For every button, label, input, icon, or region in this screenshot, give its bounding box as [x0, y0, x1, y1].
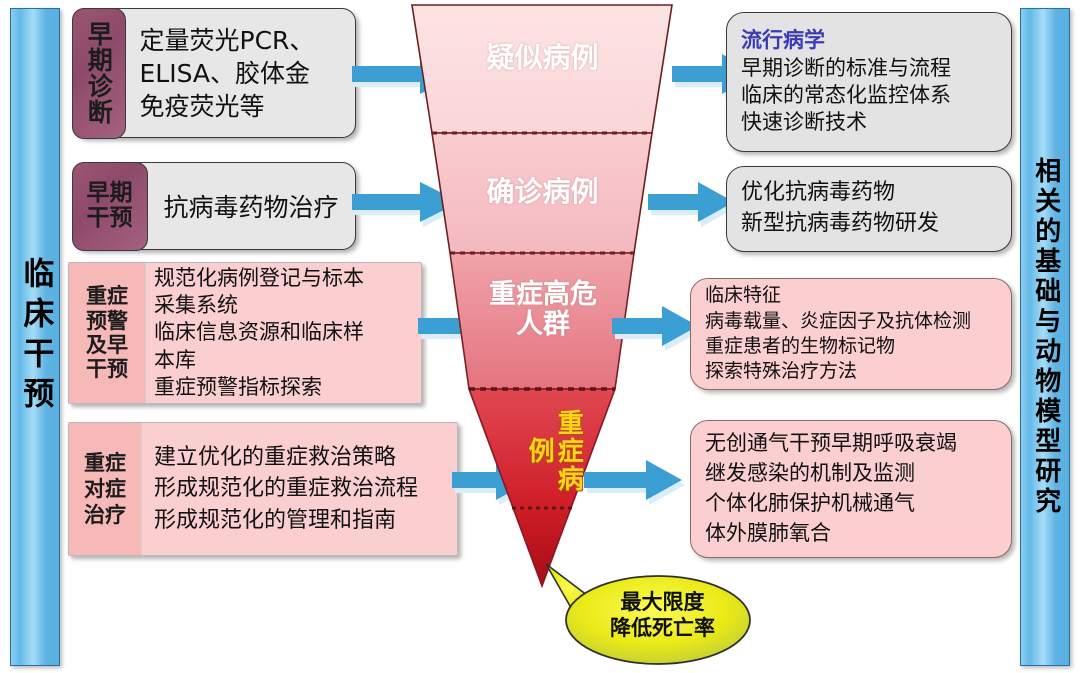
left-card-early-diagnosis-tag-label: 早期诊断: [84, 21, 114, 125]
sidebar-left-clinical-intervention: 临床干预: [10, 8, 60, 666]
left-card-severe-symptomatic-treatment-tag: 重症对症治疗: [69, 423, 142, 555]
callout-line-1: 最大限度: [620, 590, 705, 614]
left-card-severe-symptomatic-treatment[interactable]: 重症对症治疗 建立优化的重症救治策略 形成规范化的重症救治流程 形成规范化的管理…: [68, 422, 458, 556]
callout-minimize-mortality: 最大限度 降低死亡率: [540, 558, 755, 668]
arrow-right-3: [612, 304, 701, 352]
left-card-severe-early-warning[interactable]: 重症预警及早干预 规范化病例登记与标本 采集系统 临床信息资源和临床样 本库 重…: [68, 262, 422, 404]
left-card-early-intervention-tag: 早期干预: [71, 161, 148, 251]
left-card-early-diagnosis-tag: 早期诊断: [71, 7, 126, 139]
arrow-right-2: [648, 180, 737, 228]
left-card-severe-symptomatic-treatment-tag-label: 重症对症治疗: [84, 450, 126, 528]
left-card-early-diagnosis-line-3: 免疫荧光等: [139, 91, 265, 121]
left-card-severe-symptomatic-treatment-line-1: 建立优化的重症救治策略: [154, 445, 397, 471]
left-card-severe-early-warning-tag-label: 重症预警及早干预: [86, 284, 128, 382]
sidebar-left-label: 临床干预: [17, 257, 54, 417]
right-card-clinical-features-line-4: 探索特殊治疗方法: [705, 360, 858, 383]
right-card-epidemiology-line-2: 临床的常态化监控体系: [741, 83, 951, 107]
left-card-early-diagnosis-body: 定量荧光PCR、 ELISA、胶体金 免疫荧光等: [126, 9, 356, 137]
right-card-ventilation-support-line-3: 个体化肺保护机械通气: [705, 491, 915, 515]
left-card-severe-symptomatic-treatment-body: 建立优化的重症救治策略 形成规范化的重症救治流程 形成规范化的管理和指南: [142, 423, 457, 555]
left-card-severe-early-warning-line-3: 临床信息资源和临床样: [154, 320, 364, 345]
left-card-severe-symptomatic-treatment-line-2: 形成规范化的重症救治流程: [154, 476, 419, 502]
callout-line-2: 降低死亡率: [610, 615, 715, 640]
arrow-left-2: [352, 180, 463, 228]
left-card-severe-early-warning-line-5: 重症预警指标探索: [154, 374, 322, 399]
left-card-early-intervention-tag-label: 早期干预: [86, 179, 133, 231]
left-card-early-intervention-body: 抗病毒药物治疗: [148, 163, 356, 249]
right-card-epidemiology-heading: 流行病学: [741, 28, 825, 53]
left-card-early-diagnosis[interactable]: 早期诊断 定量荧光PCR、 ELISA、胶体金 免疫荧光等: [71, 7, 356, 139]
right-card-clinical-features-line-1: 临床特征: [705, 284, 782, 307]
right-card-clinical-features-line-3: 重症患者的生物标记物: [705, 335, 896, 357]
right-card-antiviral-drugs-line-2: 新型抗病毒药物研发: [741, 211, 940, 236]
right-card-ventilation-support[interactable]: 无创通气干预早期呼吸衰竭 继发感染的机制及监测 个体化肺保护机械通气 体外膜肺氧…: [690, 420, 1012, 558]
left-card-early-intervention-line-1: 抗病毒药物治疗: [163, 193, 339, 222]
left-card-severe-early-warning-body: 规范化病例登记与标本 采集系统 临床信息资源和临床样 本库 重症预警指标探索: [146, 263, 421, 403]
right-card-epidemiology[interactable]: 流行病学 早期诊断的标准与流程 临床的常态化监控体系 快速诊断技术: [726, 12, 1012, 152]
left-card-early-intervention[interactable]: 早期干预 抗病毒药物治疗: [71, 161, 356, 251]
arrow-right-4: [584, 458, 685, 506]
right-card-ventilation-support-line-1: 无创通气干预早期呼吸衰竭: [705, 431, 957, 456]
left-card-severe-early-warning-line-4: 本库: [154, 347, 196, 372]
sidebar-right-basic-animal-research: 相关的基础与动物模型研究: [1020, 8, 1070, 666]
right-card-epidemiology-line-1: 早期诊断的标准与流程: [741, 55, 951, 80]
right-card-epidemiology-line-3: 快速诊断技术: [741, 110, 867, 135]
right-card-antiviral-drugs[interactable]: 优化抗病毒药物 新型抗病毒药物研发: [726, 166, 1012, 252]
right-card-clinical-features[interactable]: 临床特征 病毒载量、炎症因子及抗体检测 重症患者的生物标记物 探索特殊治疗方法: [690, 278, 1012, 390]
callout-text: 最大限度 降低死亡率: [580, 590, 745, 641]
left-card-severe-early-warning-line-2: 采集系统: [154, 293, 238, 318]
left-card-severe-early-warning-tag: 重症预警及早干预: [69, 263, 146, 403]
right-card-antiviral-drugs-line-1: 优化抗病毒药物: [741, 180, 896, 206]
right-card-ventilation-support-line-2: 继发感染的机制及监测: [705, 461, 915, 486]
left-card-early-diagnosis-line-1: 定量荧光PCR、: [139, 25, 315, 55]
right-card-clinical-features-line-2: 病毒载量、炎症因子及抗体检测: [705, 309, 972, 332]
left-card-early-diagnosis-line-2: ELISA、胶体金: [139, 58, 311, 88]
sidebar-right-label: 相关的基础与动物模型研究: [1030, 157, 1061, 517]
left-card-severe-symptomatic-treatment-line-3: 形成规范化的管理和指南: [154, 507, 397, 533]
right-card-ventilation-support-line-4: 体外膜肺氧合: [705, 520, 831, 545]
left-card-severe-early-warning-line-1: 规范化病例登记与标本: [154, 265, 364, 290]
